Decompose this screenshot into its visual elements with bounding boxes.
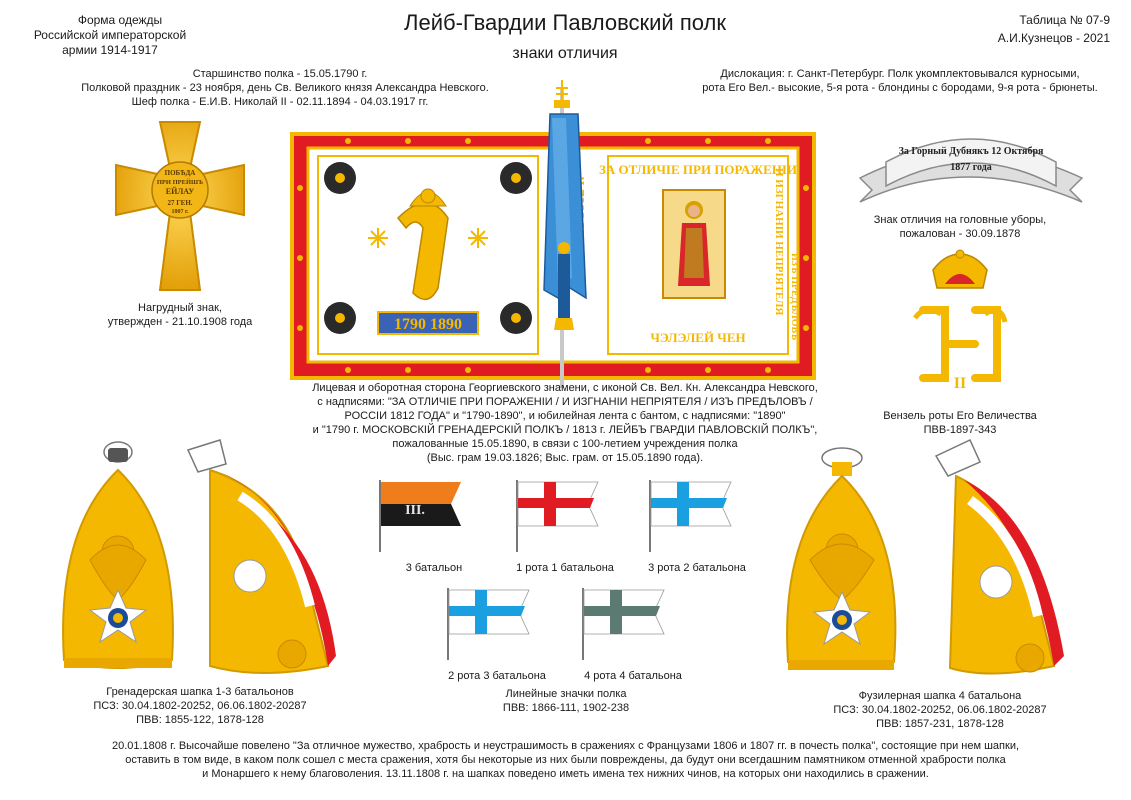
fusilier-caption-3: ПВВ: 1857-231, 1878-128 bbox=[876, 718, 1004, 730]
pennant-numeral: III. bbox=[405, 503, 425, 518]
header-left-line-2: Российской императорской bbox=[33, 28, 187, 42]
pennant-4-company-4-battalion bbox=[582, 588, 665, 660]
pennant-3-company-2-battalion bbox=[649, 480, 732, 552]
standard-caption-2: с надписями: "ЗА ОТЛИЧІЕ ПРИ ПОРАЖЕНІИ /… bbox=[317, 396, 813, 408]
standard-caption-1: Лицевая и оборотная сторона Георгиевског… bbox=[312, 382, 818, 394]
info-right-1: Дислокация: г. Санкт-Петербург. Полк уко… bbox=[720, 68, 1080, 80]
pennants-caption-2: ПВВ: 1866-111, 1902-238 bbox=[502, 702, 630, 714]
info-right-2: рота Его Вел.- высокие, 5-я рота - блонд… bbox=[702, 82, 1098, 94]
standard-caption-3: РОССІИ 1812 ГОДА" и "1790-1890", и юбиле… bbox=[344, 410, 786, 422]
standard-right-text-2: ИЗЪ ПРЕДѢЛОВЪ bbox=[789, 253, 800, 341]
header-left-line-1: Форма одежды bbox=[77, 13, 163, 27]
monogram-caption-1: Вензель роты Его Величества bbox=[883, 410, 1037, 422]
headgear-banner-badge: За Горный Дубнякъ 12 Октября 1877 года bbox=[858, 138, 1084, 203]
breast-badge-caption-2: утвержден - 21.10.1908 года bbox=[107, 316, 253, 328]
badge-inscription-2: ПРИ ПРЕЙШЪ bbox=[157, 178, 203, 186]
grenadier-cap-side bbox=[186, 439, 336, 674]
regimental-standard: 1790 1890 РОССІИ 1812 г. ЗА ОТЛИЧІЕ ПРИ … bbox=[290, 80, 816, 388]
info-left-3: Шеф полка - Е.И.В. Николай II - 02.11.18… bbox=[131, 96, 429, 108]
pennant-label-4: 2 рота 3 батальона bbox=[448, 670, 546, 682]
footer-line-3: и Монаршего к нему благоволения. 13.11.1… bbox=[202, 768, 929, 780]
footer-line-2: оставить в том виде, в каком полк сошел … bbox=[125, 754, 1006, 766]
pennant-label-5: 4 рота 4 батальона bbox=[584, 670, 682, 682]
grenadier-caption-1: Гренадерская шапка 1-3 батальонов bbox=[106, 686, 294, 698]
pennant-1-company-1-battalion bbox=[516, 480, 599, 552]
badge-inscription-1: ПОБѢДА bbox=[165, 169, 196, 177]
header-left-line-3: армии 1914-1917 bbox=[62, 43, 158, 57]
pennant-label-1: 3 батальон bbox=[405, 562, 463, 574]
pennant-3-battalion: III. bbox=[379, 480, 461, 552]
grenadier-cap-front bbox=[62, 441, 174, 669]
standard-years: 1790 1890 bbox=[394, 316, 462, 333]
standard-top-text: ЗА ОТЛИЧІЕ ПРИ ПОРАЖЕНІИ bbox=[599, 162, 797, 177]
info-left-2: Полковой праздник - 23 ноября, день Св. … bbox=[81, 82, 489, 94]
table-number: Таблица № 07-9 bbox=[1019, 13, 1110, 27]
banner-line-1: За Горный Дубнякъ 12 Октября bbox=[899, 146, 1044, 157]
grenadier-caption-2: ПСЗ: 30.04.1802-20252, 06.06.1802-20287 bbox=[93, 700, 307, 712]
grenadier-caption-3: ПВВ: 1855-122, 1878-128 bbox=[136, 714, 264, 726]
banner-caption-1: Знак отличия на головные уборы, bbox=[873, 214, 1047, 226]
standard-caption-4: и "1790 г. МОСКОВСКІЙ ГРЕНАДЕРСКІЙ ПОЛКЪ… bbox=[312, 424, 818, 436]
page-subtitle: знаки отличия bbox=[512, 45, 618, 62]
standard-caption-5: пожалованные 15.05.1890, в связи с 100-л… bbox=[392, 438, 738, 450]
footer-line-1: 20.01.1808 г. Высочайше повелено "За отл… bbox=[111, 740, 1020, 752]
page-title: Лейб-Гвардии Павловский полк bbox=[404, 10, 726, 35]
fusilier-cap-side bbox=[934, 438, 1064, 675]
banner-line-2: 1877 года bbox=[950, 162, 992, 173]
author: А.И.Кузнецов - 2021 bbox=[997, 31, 1110, 45]
fusilier-caption-2: ПСЗ: 30.04.1802-20252, 06.06.1802-20287 bbox=[833, 704, 1047, 716]
badge-inscription-4: 27 ГЕН. bbox=[167, 199, 192, 207]
monogram-numeral: II bbox=[954, 375, 966, 392]
standard-bottom-text: ЧЭЛЭЛЕЙ ЧЕН bbox=[650, 330, 745, 345]
info-left-1: Старшинство полка - 15.05.1790 г. bbox=[192, 68, 368, 80]
standard-caption-6: (Выс. грам 19.03.1826; Выс. грам. от 15.… bbox=[426, 452, 704, 464]
badge-inscription-3: ЕЙЛАУ bbox=[166, 187, 195, 196]
pennant-label-3: 3 рота 2 батальона bbox=[648, 562, 746, 574]
pennant-2-company-3-battalion bbox=[447, 588, 530, 660]
company-monogram: II bbox=[912, 249, 1008, 392]
fusilier-cap-front bbox=[786, 447, 897, 670]
monogram-caption-2: ПВВ-1897-343 bbox=[923, 424, 997, 436]
pennants-caption-1: Линейные значки полка bbox=[505, 688, 627, 700]
pennant-label-2: 1 рота 1 батальона bbox=[516, 562, 614, 574]
standard-right-text: И ИЗГНАНІИ НЕПРІЯТЕЛЯ bbox=[773, 168, 785, 315]
fusilier-caption-1: Фузилерная шапка 4 батальона bbox=[858, 690, 1022, 702]
banner-caption-2: пожалован - 30.09.1878 bbox=[899, 228, 1021, 240]
breast-badge-cross: ПОБѢДА ПРИ ПРЕЙШЪ ЕЙЛАУ 27 ГЕН. 1807 г. bbox=[115, 121, 245, 291]
breast-badge-caption-1: Нагрудный знак, bbox=[138, 302, 222, 314]
badge-inscription-5: 1807 г. bbox=[171, 209, 189, 215]
